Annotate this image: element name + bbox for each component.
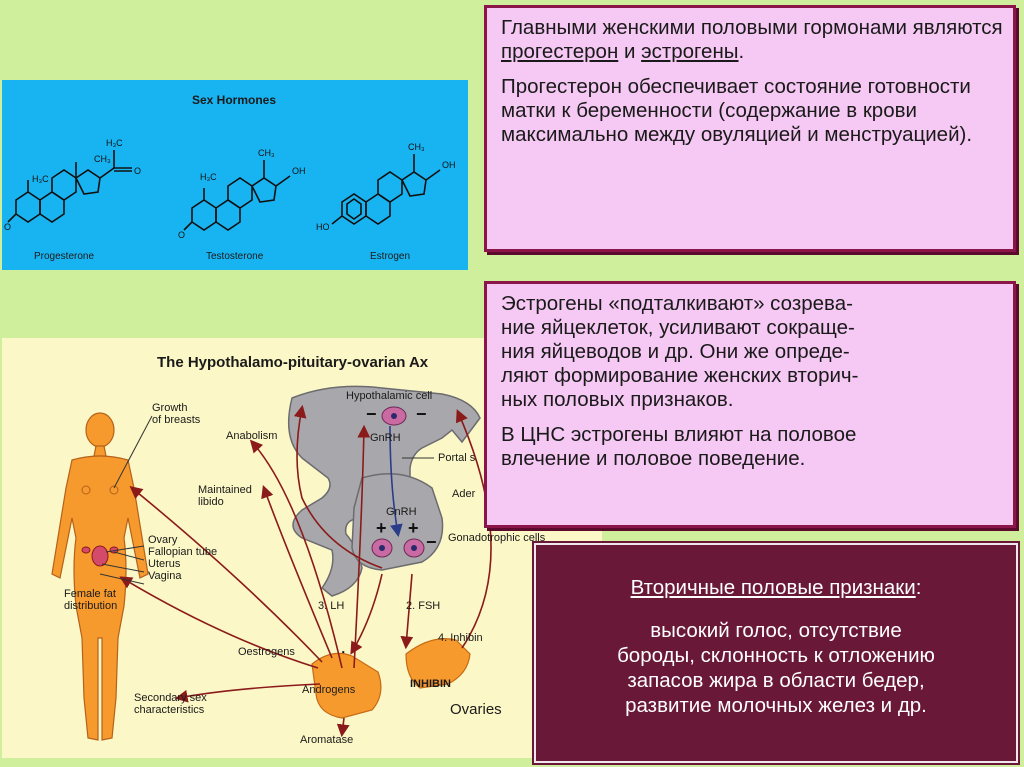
testosterone-structure: [183, 160, 291, 231]
svg-text:−: −: [366, 404, 377, 424]
label-ovaries: Ovaries: [450, 701, 502, 718]
hormone-arrows: [119, 404, 492, 738]
axis-title: The Hypothalamo-pituitary-ovarian Ax: [157, 354, 429, 371]
label-portal: Portal s: [438, 452, 476, 464]
progesterone-text: Прогестерон обеспечивает состояние готов…: [501, 75, 973, 146]
ovaries-shape: [311, 638, 471, 719]
progesterone-label: Progesterone: [34, 251, 95, 262]
estrogens-link[interactable]: эстрогены: [641, 40, 739, 63]
label-libido: Maintained libido: [198, 484, 252, 508]
label-androgens: Androgens: [302, 684, 356, 696]
progesterone-structure: [7, 150, 132, 223]
label-aromatase: Aromatase: [300, 734, 354, 746]
main-hormones-box: Главными женскими половыми гормонами явл…: [484, 5, 1016, 252]
estrogens-effects-text: Эстрогены «подталкивают» созрева- ние яй…: [501, 292, 859, 411]
svg-text:−: −: [416, 404, 427, 424]
svg-text:H₃C: H₃C: [106, 138, 123, 148]
svg-text:H₃C: H₃C: [200, 172, 217, 182]
svg-text:OH: OH: [442, 160, 456, 170]
female-figure: [51, 412, 149, 741]
testosterone-label: Testosterone: [206, 251, 264, 262]
reproductive-organs: [81, 545, 119, 567]
svg-text:+: +: [376, 518, 387, 538]
label-fsh: 2. FSH: [406, 600, 441, 612]
svg-text:O: O: [4, 222, 11, 232]
estrogens-effects-box: Эстрогены «подталкивают» созрева- ние яй…: [484, 281, 1016, 528]
svg-text:CH₃: CH₃: [94, 154, 111, 164]
estrogen-structure: [331, 154, 441, 225]
svg-text:H₃C: H₃C: [32, 174, 49, 184]
estrogen-label: Estrogen: [370, 251, 411, 262]
svg-text:O: O: [178, 230, 185, 240]
svg-text:CH₃: CH₃: [408, 142, 425, 152]
cns-effects-text: В ЦНС эстрогены влияют на половое влечен…: [501, 423, 857, 470]
label-ovary: Ovary: [148, 534, 178, 546]
secondary-characteristics-title: Вторичные половые признаки:: [630, 576, 922, 599]
structures-title: Sex Hormones: [192, 93, 277, 107]
label-inhibin-organ: INHIBIN: [410, 678, 451, 690]
secondary-characteristics-box: Вторичные половые признаки: высокий голо…: [534, 543, 1018, 763]
label-oestrogens: Oestrogens: [238, 646, 295, 658]
svg-text:OH: OH: [292, 166, 306, 176]
secondary-characteristics-list: высокий голос, отсутствие бороды, склонн…: [617, 619, 935, 717]
label-fallopian-tube: Fallopian tube: [148, 546, 218, 558]
svg-text:HO: HO: [316, 222, 330, 232]
label-gnrh-top: GnRH: [370, 432, 401, 444]
svg-text:CH₃: CH₃: [258, 148, 275, 158]
label-lh: 3. LH: [318, 600, 345, 612]
label-adeno: Ader: [452, 488, 476, 500]
label-secondary-sex: Secondary sex characteristics: [134, 692, 207, 716]
svg-text:−: −: [426, 532, 437, 552]
label-uterus: Uterus: [148, 558, 181, 570]
label-vagina: Vagina: [148, 570, 182, 582]
label-female-fat: Female fat distribution: [64, 588, 118, 612]
label-hypothalamic-cell: Hypothalamic cell: [346, 390, 433, 402]
sex-hormones-panel: H₃C CH₃ H₃C O O H₃C CH₃ OH O CH₃ OH HO S…: [2, 80, 468, 270]
svg-text:+: +: [408, 518, 419, 538]
main-hormones-text: Главными женскими половыми гормонами явл…: [501, 16, 1003, 63]
label-anabolism: Anabolism: [226, 430, 278, 442]
steroid-structures: H₃C CH₃ H₃C O O H₃C CH₃ OH O CH₃ OH HO: [4, 138, 456, 240]
svg-text:O: O: [134, 166, 141, 176]
axis-diagram: − − + + − +: [51, 385, 492, 741]
label-growth-breasts: Growth of breasts: [152, 402, 201, 426]
progesterone-link[interactable]: прогестерон: [501, 40, 619, 63]
label-gnrh-bottom: GnRH: [386, 506, 417, 518]
label-inhibin: 4. Inhibin: [438, 632, 483, 644]
label-gonadotrophic-cells: Gonadotrophic cells: [448, 532, 546, 544]
